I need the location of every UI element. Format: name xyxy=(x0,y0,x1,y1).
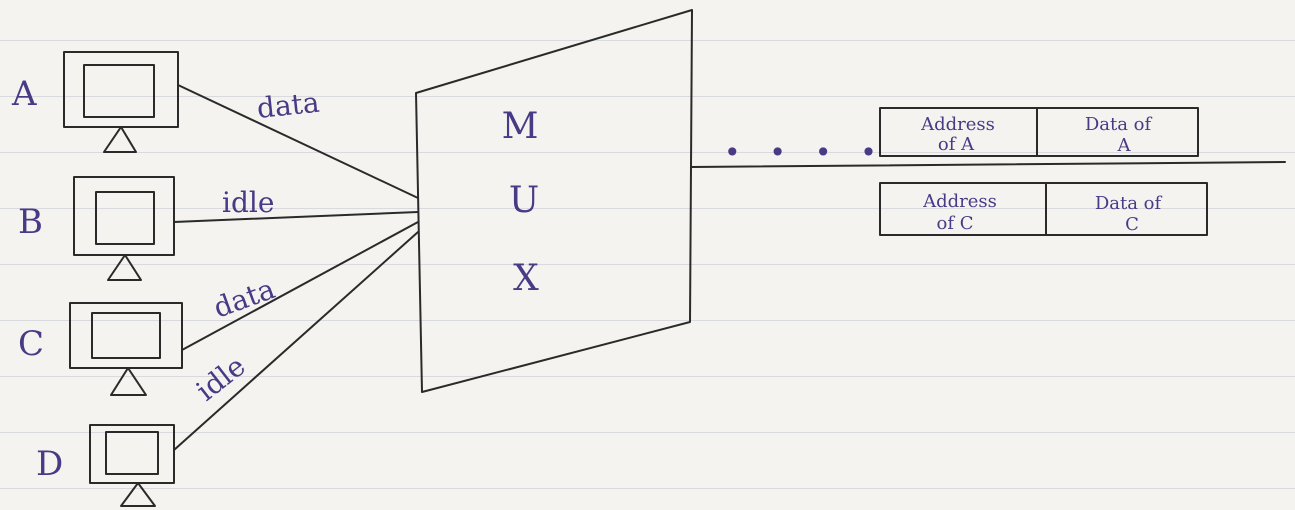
link-d xyxy=(173,231,419,451)
station-b-label: B xyxy=(18,202,43,242)
station-c-label: C xyxy=(18,324,44,364)
link-c xyxy=(181,221,419,351)
frame-a-data-line1: Data of xyxy=(1085,114,1153,135)
link-b xyxy=(173,211,419,223)
computer-icon xyxy=(89,424,175,507)
link-a xyxy=(177,84,419,199)
computer-icon xyxy=(69,302,183,396)
frame-c-address-line2: of C xyxy=(937,213,974,234)
station-d: D xyxy=(36,424,175,507)
mux-letter-x: X xyxy=(513,258,539,299)
frame-a-address-line2: of A xyxy=(938,134,975,155)
station-a-label: A xyxy=(11,74,37,114)
link-a-label: data xyxy=(255,86,321,125)
mux-outline xyxy=(415,9,693,393)
mux-letter-u: U xyxy=(509,180,539,221)
link-d-label: idle xyxy=(190,349,252,407)
computer-icon xyxy=(63,51,179,153)
output-line xyxy=(691,161,1286,168)
frame-a-address-line1: Address xyxy=(920,114,995,135)
frame-a-outline xyxy=(879,107,1199,157)
mux-letter-m: M xyxy=(502,106,539,147)
frame-a: Address of A Data of A xyxy=(879,107,1199,157)
output-ellipsis: • • • • xyxy=(724,136,887,169)
frame-a-data-line2: A xyxy=(1117,135,1132,156)
mux-block: M U X xyxy=(415,9,693,393)
link-b-label: idle xyxy=(222,186,274,219)
frame-c: Address of C Data of C xyxy=(879,182,1208,236)
frame-c-data-line2: C xyxy=(1125,214,1139,235)
station-d-label: D xyxy=(36,444,63,484)
frame-c-address-line1: Address xyxy=(922,191,997,212)
link-lines xyxy=(173,84,419,451)
station-a: A xyxy=(11,51,179,153)
station-c: C xyxy=(18,302,183,396)
computer-icon xyxy=(73,176,175,281)
frame-c-data-line1: Data of xyxy=(1095,193,1163,214)
station-b: B xyxy=(18,176,175,281)
frame-c-outline xyxy=(879,182,1208,236)
